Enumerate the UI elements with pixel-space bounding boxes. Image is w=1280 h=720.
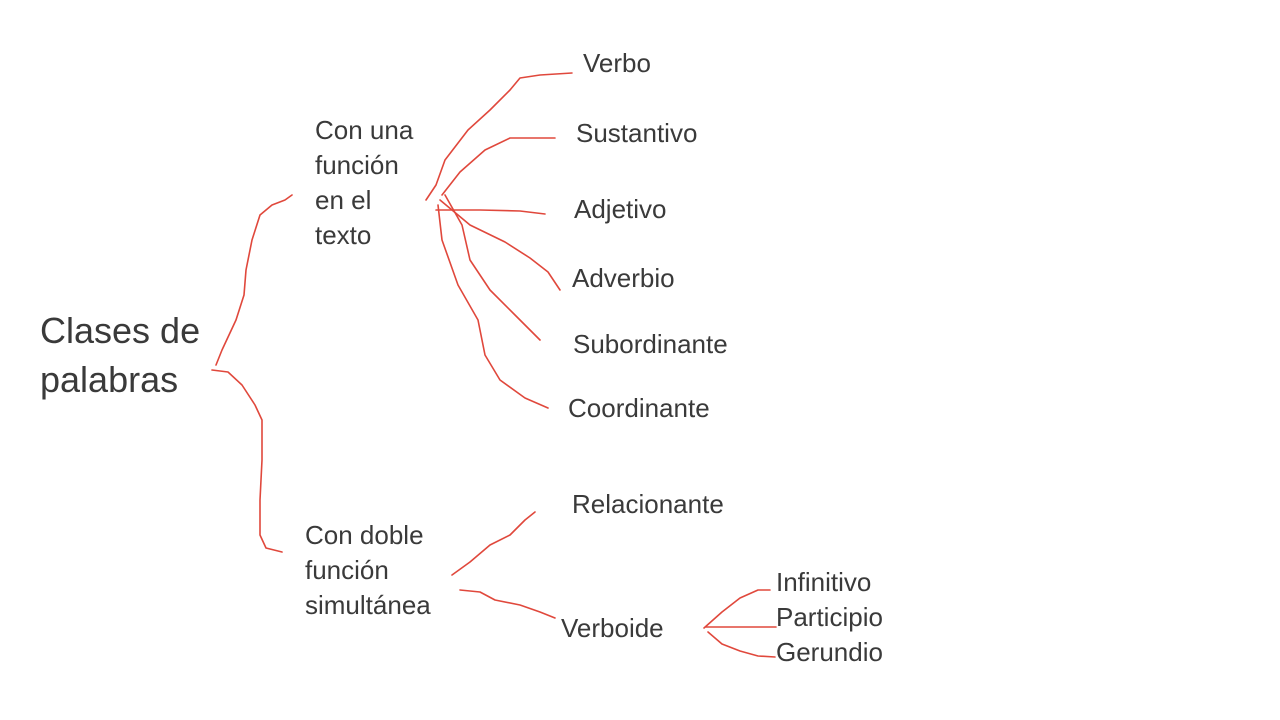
- line-relacionante: [451, 511, 536, 576]
- leaf-gerundio: Gerundio: [776, 637, 883, 667]
- leaf-verbo: Verbo: [583, 48, 651, 78]
- branch-line: en el: [315, 185, 372, 215]
- brace-bottom: [211, 369, 283, 553]
- leaf-infinitivo: Infinitivo: [776, 567, 872, 597]
- root-line: Clases de: [40, 310, 201, 351]
- branch-single-label: Con una función en el texto: [315, 113, 413, 253]
- branch-line: Con doble: [305, 520, 424, 550]
- leaf-adjetivo: Adjetivo: [574, 194, 667, 224]
- line-subordinante: [444, 194, 541, 341]
- line-sustantivo: [441, 137, 556, 196]
- line-verboide: [459, 589, 556, 619]
- leaf-adverbio: Adverbio: [572, 263, 675, 293]
- line-adverbio: [439, 199, 561, 291]
- branch-double-label: Con doble función simultánea: [305, 518, 431, 623]
- leaf-subordinante: Subordinante: [573, 329, 728, 359]
- brace-top: [215, 194, 293, 366]
- branch-line: texto: [315, 220, 372, 250]
- leaf-relacionante: Relacionante: [572, 489, 724, 519]
- leaf-coordinante: Coordinante: [568, 393, 710, 423]
- root-label: Clases de palabras: [40, 306, 200, 404]
- leaf-sustantivo: Sustantivo: [576, 118, 698, 148]
- node-verboide: Verboide: [561, 613, 664, 643]
- branch-line: simultánea: [305, 590, 431, 620]
- branch-line: función: [305, 555, 389, 585]
- branch-line: Con una: [315, 115, 414, 145]
- leaf-participio: Participio: [776, 602, 883, 632]
- line-verbo: [425, 72, 573, 201]
- branch-line: función: [315, 150, 399, 180]
- root-line: palabras: [40, 359, 179, 400]
- line-infinitivo: [703, 589, 771, 629]
- line-gerundio: [707, 631, 776, 658]
- line-coordinante: [437, 204, 549, 409]
- line-adjetivo: [435, 209, 546, 215]
